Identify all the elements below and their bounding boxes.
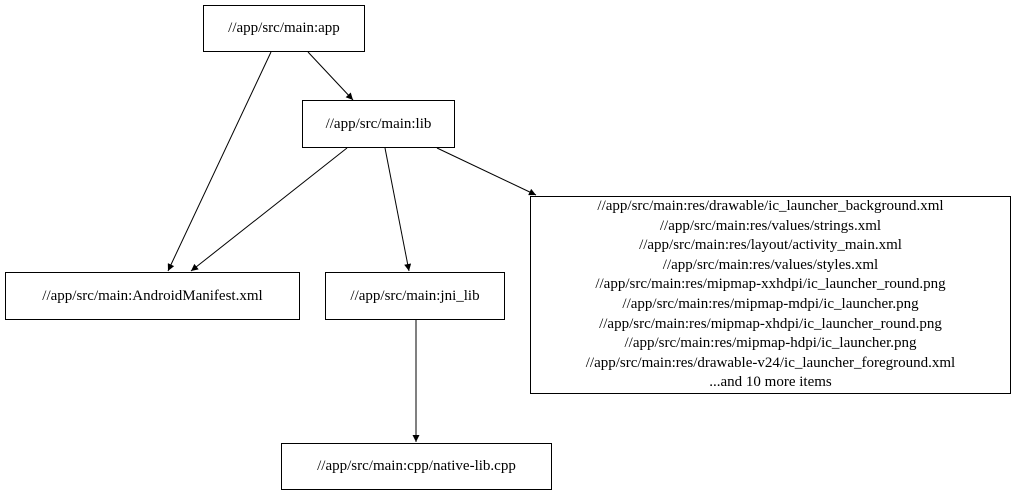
resource-item: //app/src/main:res/values/strings.xml bbox=[659, 217, 882, 234]
node-app-label: //app/src/main:app bbox=[228, 20, 340, 36]
edge-app-lib bbox=[307, 51, 354, 101]
node-lib-label: //app/src/main:lib bbox=[325, 115, 432, 132]
graph-node-native-lib-cpp: //app/src/main:cpp/native-lib.cpp bbox=[281, 443, 552, 490]
resource-item: //app/src/main:res/mipmap-mdpi/ic_launch… bbox=[622, 296, 919, 312]
edge-lib-manifest bbox=[190, 147, 348, 272]
graph-node-resources-group: //app/src/main:res/drawable/ic_launcher_… bbox=[530, 196, 1011, 394]
node-manifest-label: //app/src/main:AndroidManifest.xml bbox=[42, 287, 263, 304]
resource-item: //app/src/main:res/layout/activity_main.… bbox=[639, 237, 902, 254]
resource-item: //app/src/main:res/mipmap-xhdpi/ic_launc… bbox=[599, 315, 942, 332]
resource-item: //app/src/main:res/mipmap-xxhdpi/ic_laun… bbox=[595, 276, 946, 293]
resource-item: //app/src/main:res/values/styles.xml bbox=[662, 256, 879, 273]
resource-item: //app/src/main:res/drawable/ic_launcher_… bbox=[597, 198, 944, 215]
node-jni-lib-label: //app/src/main:jni_lib bbox=[350, 287, 480, 304]
edge-lib-resources bbox=[436, 147, 537, 196]
graph-node-app: //app/src/main:app bbox=[203, 5, 365, 52]
edge-lib-jnilib bbox=[384, 147, 412, 272]
resource-item: //app/src/main:res/drawable-v24/ic_launc… bbox=[585, 354, 956, 371]
edge-app-manifest bbox=[167, 51, 272, 272]
graph-node-jni-lib: //app/src/main:jni_lib bbox=[325, 272, 505, 320]
node-native-lib-label: //app/src/main:cpp/native-lib.cpp bbox=[317, 458, 516, 474]
graph-node-android-manifest: //app/src/main:AndroidManifest.xml bbox=[5, 272, 300, 320]
resource-item: //app/src/main:res/mipmap-hdpi/ic_launch… bbox=[624, 335, 917, 352]
graph-node-lib: //app/src/main:lib bbox=[302, 100, 455, 148]
resource-more-items: ...and 10 more items bbox=[709, 374, 832, 391]
